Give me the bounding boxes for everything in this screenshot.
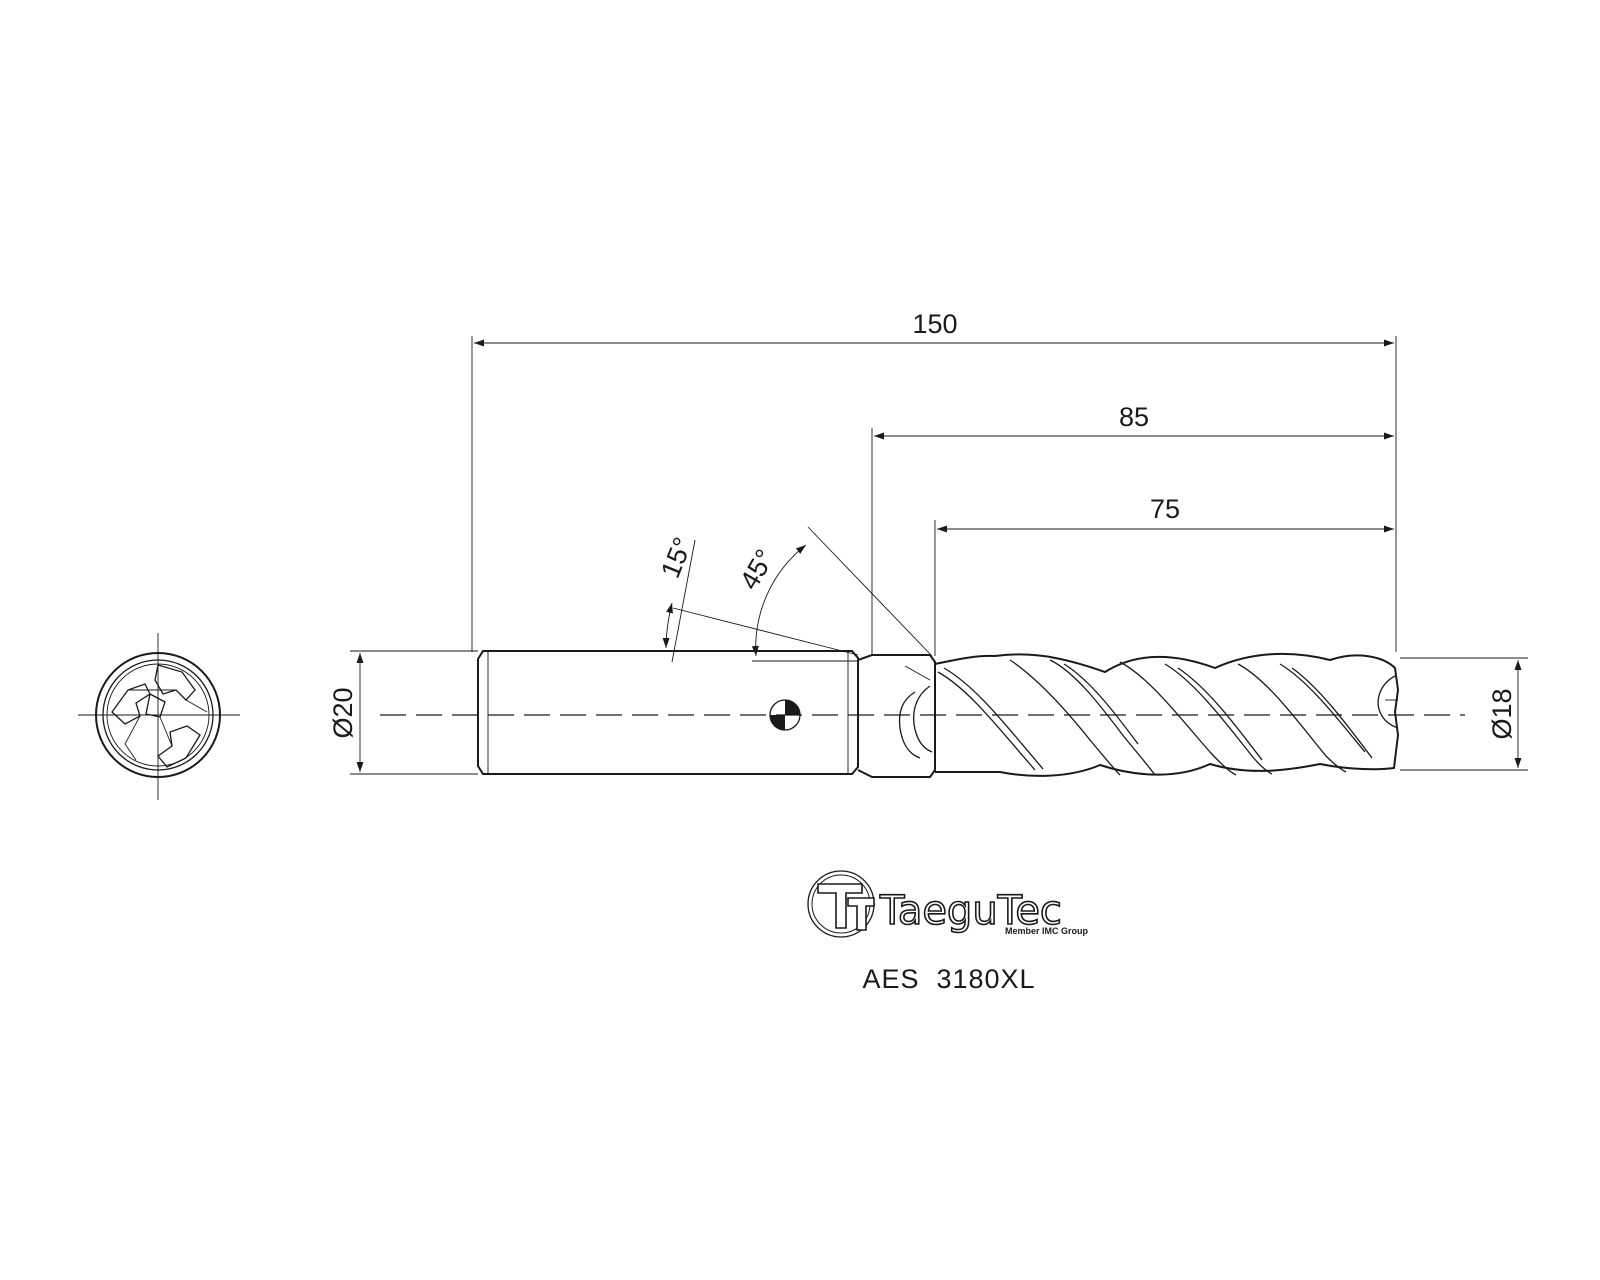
angle-arc-45 <box>751 544 807 657</box>
dim-angle-large: 45° <box>734 544 780 594</box>
end-view <box>78 633 240 800</box>
logo-brand-text: TaeguTec <box>879 888 1062 934</box>
angle-arc-15 <box>662 602 673 649</box>
dim-cutting-diameter: Ø18 <box>1487 688 1517 739</box>
dim-shank-diameter: Ø20 <box>328 687 358 738</box>
logo-tt-mark <box>817 883 863 929</box>
dim-angle-small: 15° <box>655 533 698 582</box>
dim-flute-length: 75 <box>1150 494 1180 524</box>
taegutec-logo: TaeguTec Member IMC Group <box>807 870 1089 938</box>
dimensions <box>350 336 1528 775</box>
dim-shank-to-tip: 85 <box>1119 402 1149 432</box>
logo-tagline: Member IMC Group <box>1005 926 1089 936</box>
part-code: AES 3180XL <box>862 964 1035 994</box>
side-view <box>380 650 1465 778</box>
dim-overall-length: 150 <box>912 309 957 339</box>
